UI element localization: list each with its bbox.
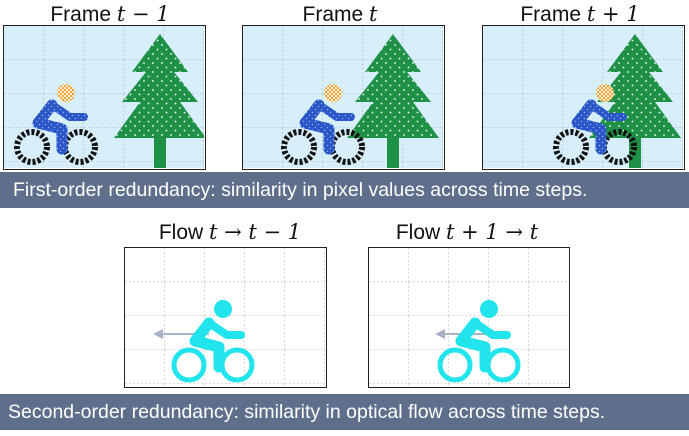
frame-title-prev-math: t − 1: [116, 2, 170, 26]
frame-panel-current: [242, 25, 445, 170]
flow-title-backward-label: Flow: [158, 221, 210, 244]
first-order-text: First-order redundancy: similarity in pi…: [13, 179, 588, 201]
flow-panel-backward: [124, 247, 327, 388]
first-order-banner: First-order redundancy: similarity in pi…: [0, 172, 689, 208]
flow-title-forward-math: t + 1 → t: [446, 220, 539, 244]
second-order-banner: Second-order redundancy: similarity in o…: [0, 394, 689, 430]
flow-panel-forward: [368, 247, 570, 388]
frame-panel-next: [482, 25, 685, 170]
flow-title-backward-math: t → t − 1: [209, 220, 302, 244]
frame-title-current-math: t: [369, 2, 378, 26]
frame-title-next-label: Frame: [520, 3, 587, 26]
flow-title-forward-label: Flow: [395, 221, 447, 244]
frame-panel-prev: [3, 25, 206, 170]
frame-title-next-math: t + 1: [586, 2, 640, 26]
arrowhead-icon: [435, 329, 445, 339]
frame-title-current-label: Frame: [302, 3, 370, 26]
flow-title-backward: Flow t → t − 1: [125, 220, 335, 245]
arrowhead-icon: [153, 329, 163, 339]
frame-title-prev: Frame t − 1: [35, 2, 185, 27]
second-order-text: Second-order redundancy: similarity in o…: [8, 401, 606, 423]
frame-title-prev-label: Frame: [50, 3, 117, 26]
frame-title-next: Frame t + 1: [505, 2, 655, 27]
flow-title-forward: Flow t + 1 → t: [362, 220, 572, 245]
frame-title-current: Frame t: [265, 2, 415, 27]
